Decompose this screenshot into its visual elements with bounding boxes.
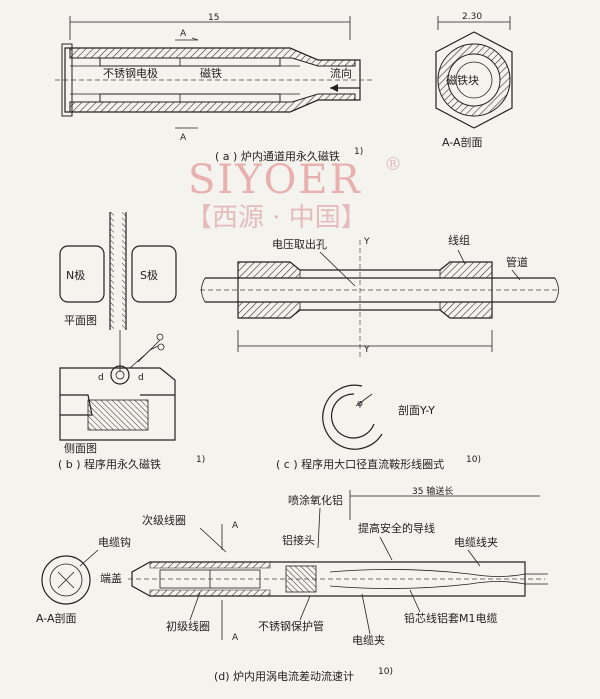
label-side-d2: d bbox=[138, 373, 144, 383]
caption-b: ( b ) 程序用永久磁铁 bbox=[58, 457, 161, 471]
label-safety-wire: 提高安全的导线 bbox=[358, 521, 435, 535]
label-section-aa-d: A-A剖面 bbox=[36, 611, 77, 625]
section-yy-arc bbox=[322, 384, 383, 450]
label-end-cap: 端盖 bbox=[100, 571, 122, 585]
label-n-pole: N极 bbox=[66, 268, 85, 282]
label-a-bottom: A bbox=[232, 633, 239, 643]
label-a-top: A bbox=[232, 521, 239, 531]
label-aluminum-head: 铝接头 bbox=[282, 533, 315, 547]
caption-b-ref: 1) bbox=[196, 455, 205, 465]
flow-arrow-icon bbox=[330, 84, 338, 92]
caption-a: ( a ) 炉内通道用永久磁铁 bbox=[215, 149, 340, 163]
caption-c: ( c ) 程序用大口径直流鞍形线圈式 bbox=[276, 457, 444, 471]
caption-d: (d) 炉内用涡电流差动流速计 bbox=[214, 669, 354, 683]
section-mark-a-bottom: A bbox=[180, 133, 187, 143]
label-electrode: 不锈钢电极 bbox=[103, 66, 158, 80]
label-braid: 电缆钩 bbox=[98, 535, 131, 549]
caption-c-ref: 10) bbox=[466, 455, 481, 465]
label-y-bottom: Y bbox=[363, 345, 370, 355]
label-magnet: 磁铁 bbox=[200, 67, 222, 80]
label-primary-coil: 初级线圈 bbox=[166, 619, 210, 633]
label-flow: 流向 bbox=[330, 66, 352, 80]
label-cable-clamp: 电缆线夹 bbox=[454, 535, 498, 549]
label-voltage-tap: 电压取出孔 bbox=[272, 237, 327, 251]
watermark-subtitle: 【西源 · 中国】 bbox=[186, 203, 367, 233]
label-section-yy: 剖面Y-Y bbox=[398, 403, 435, 417]
label-cable-holder: 电缆夹 bbox=[352, 634, 385, 647]
label-section-aa: A-A剖面 bbox=[442, 135, 483, 149]
caption-d-ref: 10) bbox=[378, 667, 393, 677]
label-magnet-block: 磁铁块 bbox=[446, 74, 479, 87]
label-s-pole: S极 bbox=[140, 268, 158, 282]
label-pipe: 管道 bbox=[506, 255, 528, 269]
label-coil: 线组 bbox=[448, 233, 470, 247]
n-pole bbox=[59, 245, 105, 303]
figure-b: N极 S极 平面图 d d 侧面图 ( b ) 程序用永久磁铁 1) bbox=[58, 212, 205, 471]
label-side-view: 侧面图 bbox=[64, 442, 97, 455]
caption-a-ref: 1) bbox=[354, 147, 363, 157]
figure-c: Y Y 电压取出孔 线组 管道 φ 剖面Y-Y ( c ) 程序用大口径直流鞍形… bbox=[200, 233, 560, 471]
hexagon-section bbox=[435, 31, 513, 129]
s-pole bbox=[131, 245, 177, 303]
label-phi: φ bbox=[357, 399, 363, 409]
label-secondary-coil: 次级线圈 bbox=[142, 513, 186, 527]
label-plan-view: 平面图 bbox=[64, 314, 97, 327]
dim-width: 2.30 bbox=[462, 12, 482, 22]
watermark-registered: ® bbox=[384, 154, 402, 175]
label-spray-alumina: 喷涂氧化铝 bbox=[288, 493, 343, 507]
figure-a: 15 A 不锈钢电极 磁铁 流向 A 2.30 bbox=[55, 12, 513, 163]
section-aa-circle bbox=[41, 555, 91, 605]
watermark: SIYOER ® 【西源 · 中国】 bbox=[186, 154, 402, 233]
figure-d: 35 输送长 喷涂氧化铝 次级线圈 A 提高安全的导线 铝接头 电缆线夹 初级线… bbox=[36, 485, 548, 683]
label-core-cable: 铅芯线铝套M1电缆 bbox=[404, 611, 498, 625]
label-ss-tube: 不锈钢保护管 bbox=[258, 619, 324, 633]
section-mark-a-top: A bbox=[180, 29, 187, 39]
label-y-top: Y bbox=[363, 237, 370, 247]
label-transfer-length: 35 输送长 bbox=[412, 485, 453, 497]
dim-length: 15 bbox=[208, 13, 219, 23]
watermark-brand: SIYOER bbox=[188, 157, 362, 203]
label-side-d: d bbox=[98, 373, 104, 383]
